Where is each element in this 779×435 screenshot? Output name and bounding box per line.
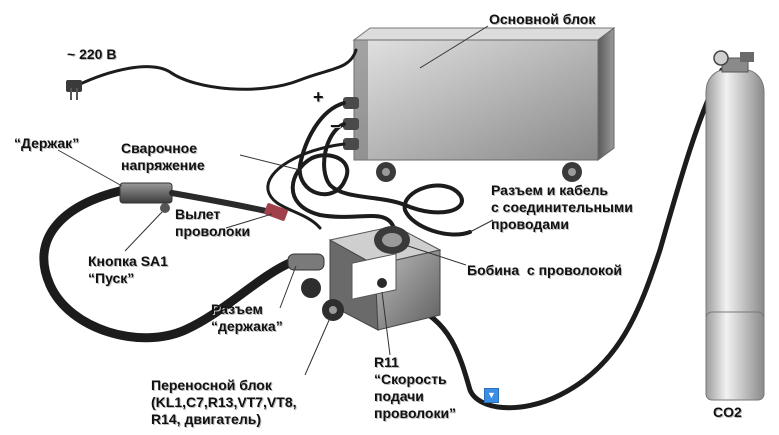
label-minus-terminal: − [330,118,341,135]
portable-unit-box [288,226,440,330]
label-connector-cable: Разъем и кабель с соединительными провод… [491,182,633,233]
label-welding-voltage: Сварочное напряжение [121,140,205,174]
label-holder: “Держак” [14,135,79,152]
label-portable-unit: Переносной блок (KL1,C7,R13,VT7,VT8, R14… [151,377,297,428]
mains-plug [66,80,82,100]
label-wire-spool: Бобина с проволокой [467,262,622,279]
co2-cylinder [706,51,764,400]
scroll-down-button[interactable]: ▼ [484,388,499,403]
label-r11-wire-speed: R11 “Скорость подачи проволоки” [374,354,456,422]
label-plus-terminal: + [313,89,324,106]
main-unit-box [343,28,614,182]
label-start-button: Кнопка SA1 “Пуск” [88,253,168,287]
label-main-unit: Основной блок [489,11,595,28]
label-co2: CO2 [713,404,742,421]
label-wire-stickout: Вылет проволоки [175,206,250,240]
label-holder-connector: Разъем “держака” [211,301,283,335]
label-mains-voltage: ~ 220 В [67,46,116,63]
